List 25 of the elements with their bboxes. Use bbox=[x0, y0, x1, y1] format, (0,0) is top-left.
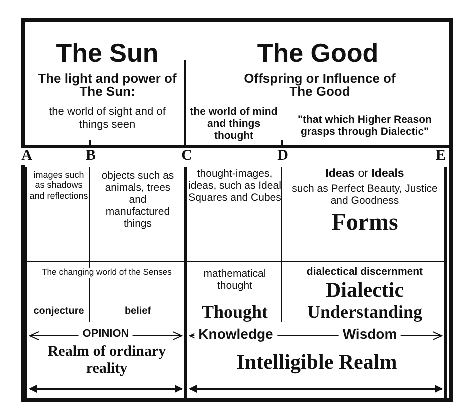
point-letter: A bbox=[20, 148, 34, 166]
section-label: Wisdom bbox=[338, 326, 402, 342]
cell-heading: Ideas or Ideals bbox=[324, 168, 406, 182]
realm-label: Realm of ordinary reality bbox=[46, 344, 168, 378]
cell-text: objects such as animals, trees and manufactured things bbox=[100, 170, 176, 230]
quote-text: "that which Higher Reason grasps through Dialectic" bbox=[297, 114, 433, 138]
realm-label: Intelligible Realm bbox=[236, 350, 398, 374]
cell-text: such as Perfect Beauty, Justice and Goodness bbox=[291, 183, 439, 208]
cell-text: thought-images, ideas, such as Ideal Squares and Cubes bbox=[188, 168, 282, 204]
section-heading: The Good bbox=[256, 40, 380, 66]
term-label: conjecture bbox=[32, 306, 86, 318]
cell-text: mathematical thought bbox=[202, 268, 268, 292]
term-label: Dialectic bbox=[324, 278, 406, 302]
description-text: the world of mind and things thought bbox=[189, 106, 279, 142]
term-label: belief bbox=[124, 306, 152, 318]
term-label: Forms bbox=[330, 210, 400, 238]
subheading: The light and power of The Sun: bbox=[37, 72, 178, 98]
section-label: Knowledge bbox=[194, 326, 278, 342]
subheading: Offspring or Influence of The Good bbox=[243, 72, 397, 98]
description-text: the world of sight and of things seen bbox=[48, 106, 167, 132]
term-label: Understanding bbox=[306, 302, 424, 323]
cell-text: images such as shadows and reflections bbox=[28, 170, 90, 202]
term-label: Thought bbox=[200, 302, 270, 323]
section-heading: The Sun bbox=[55, 40, 160, 66]
cell-text: dialectical discernment bbox=[306, 266, 424, 278]
